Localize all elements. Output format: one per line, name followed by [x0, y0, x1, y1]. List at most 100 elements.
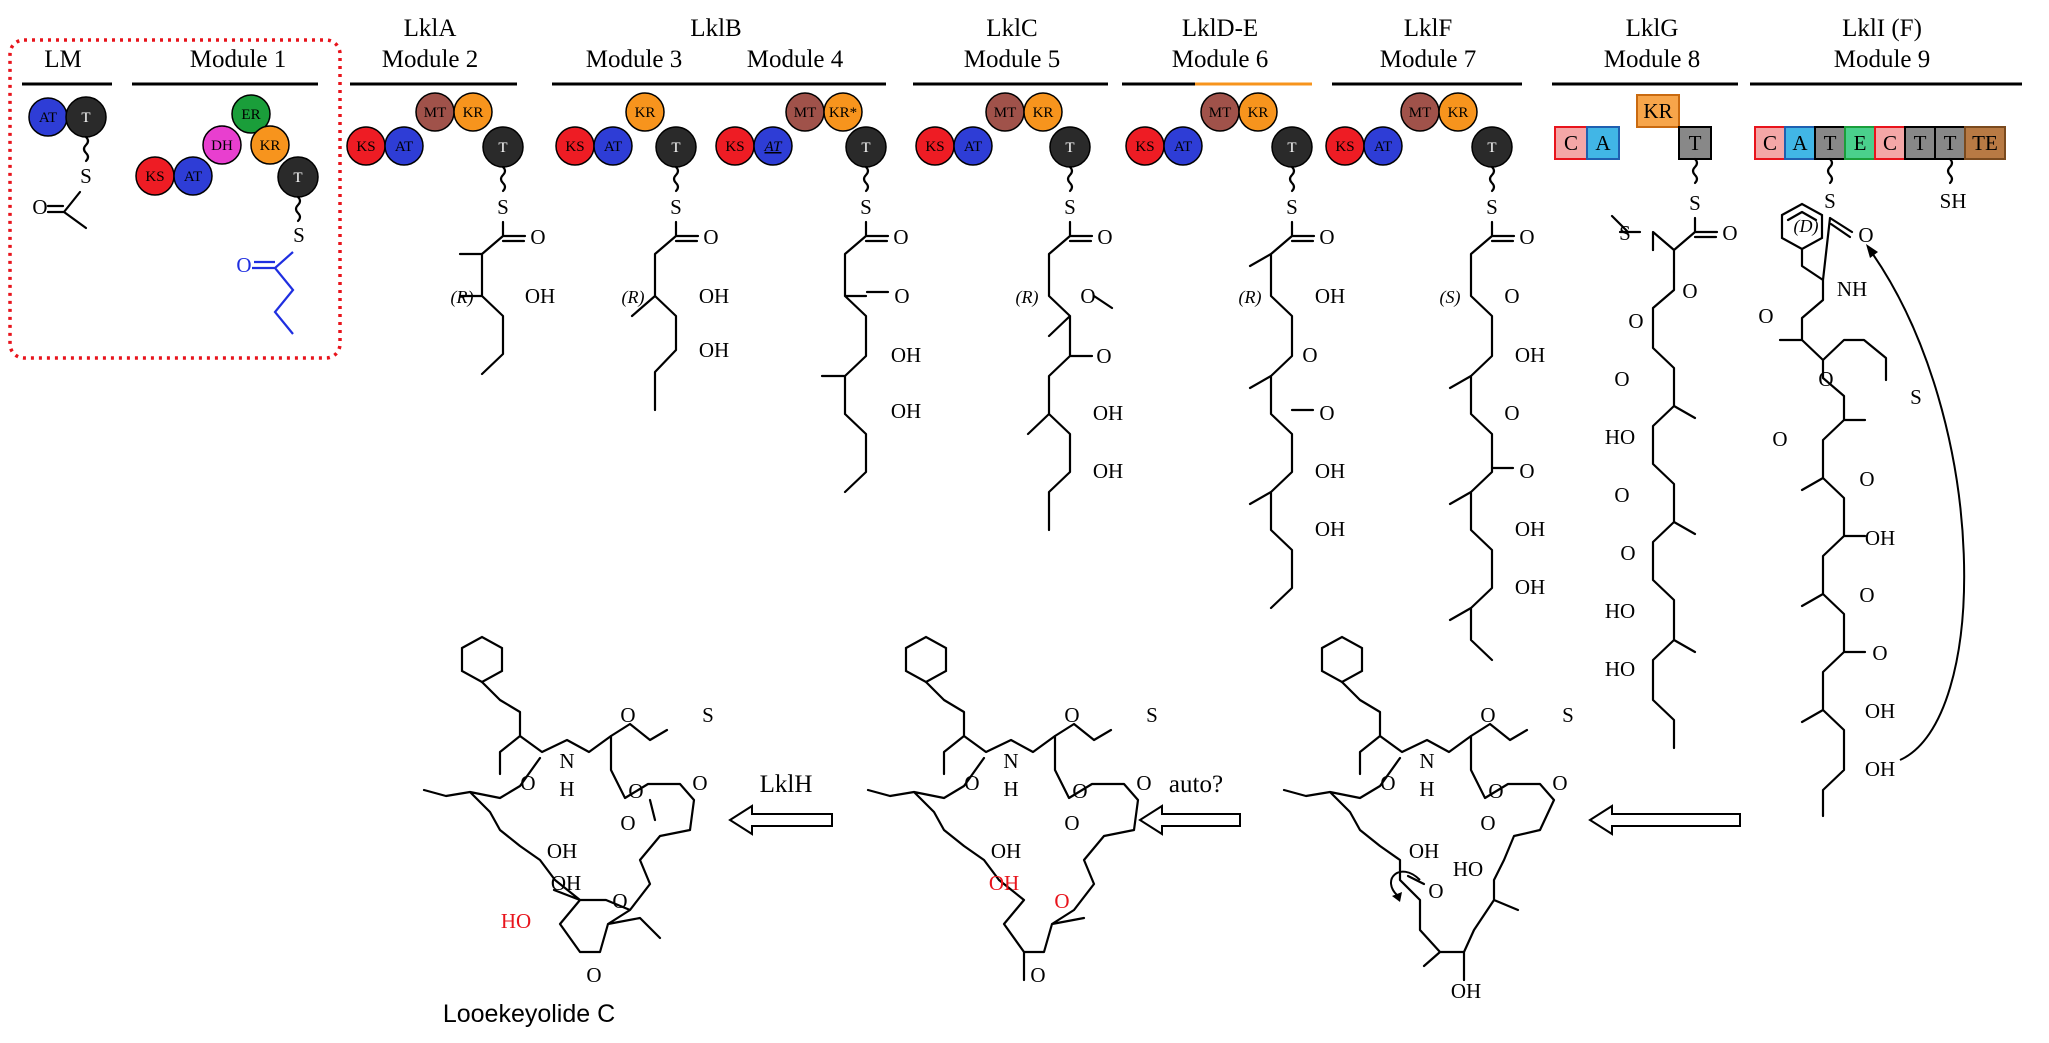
- m2-o: O: [530, 225, 545, 249]
- keto-macrolactone-structure: N H O S O O O OH O HO O OH: [1282, 635, 1574, 1003]
- m9-c1-label: C: [1763, 131, 1777, 155]
- m3-at-domain: [593, 126, 633, 166]
- km-ho: HO: [1453, 857, 1483, 881]
- m7-tether: [1488, 165, 1496, 193]
- m8-s-label: S: [1689, 191, 1701, 215]
- m9-c2-label: C: [1883, 131, 1897, 155]
- m8-chain-top: [1610, 214, 1719, 274]
- m2-tether: [499, 165, 507, 193]
- header-lklde: LklD-E: [1182, 15, 1258, 42]
- m9-arrowhead: [1866, 244, 1878, 258]
- m9-ome1: O: [1859, 467, 1874, 491]
- lc-o1: O: [620, 703, 635, 727]
- m1-s-label: S: [293, 223, 305, 247]
- lc-oh1: OH: [547, 839, 577, 863]
- m7-kr-domain: [1438, 92, 1478, 132]
- km-phenyl-ring: [1320, 635, 1364, 684]
- m1-kr-label: KR: [260, 138, 281, 154]
- m9-thioether-s: S: [1910, 385, 1922, 409]
- looekeyolide-c-label: Looekeyolide C: [443, 1000, 615, 1028]
- m2-kr-domain: [453, 92, 493, 132]
- m6-o1: O: [1319, 225, 1334, 249]
- lm-s-label: S: [80, 164, 92, 188]
- m2-chain: [458, 220, 527, 376]
- m5-s-label: S: [1064, 195, 1076, 219]
- m7-oh1: OH: [1515, 343, 1545, 367]
- m9-t1-label: T: [1824, 131, 1837, 155]
- m7-o2: O: [1519, 459, 1534, 483]
- m4-oh2: OH: [891, 399, 921, 423]
- m8-ho3: HO: [1605, 657, 1635, 681]
- header-lkla: LklA: [404, 15, 457, 42]
- m5-kr-label: KR: [1033, 105, 1054, 121]
- m9-tether2: [1946, 157, 1954, 185]
- km-macrocycle: [1282, 680, 1556, 982]
- m9-ome2: O: [1859, 583, 1874, 607]
- m1-tether: [294, 195, 302, 223]
- hk-ome2: O: [1030, 963, 1045, 987]
- lm-tether: [82, 135, 90, 163]
- arrow-auto-label: auto?: [1169, 771, 1223, 798]
- lc-phenyl-ring: [460, 635, 504, 684]
- m9-t3-label: T: [1944, 131, 1957, 155]
- m9-ester-o: O: [1818, 367, 1833, 391]
- m3-t-label: T: [671, 140, 680, 156]
- lm-acetyl: [46, 190, 88, 230]
- m9-o1: O: [1858, 223, 1873, 247]
- lm-o-label: O: [32, 195, 47, 219]
- m9-oh2: OH: [1865, 699, 1895, 723]
- m6-oh3: OH: [1315, 517, 1345, 541]
- m9-tether1: [1826, 157, 1834, 185]
- m3-ks-label: KS: [565, 139, 584, 155]
- m3-kr-label: KR: [635, 105, 656, 121]
- m6-kr-label: KR: [1248, 105, 1269, 121]
- hk-oh1: OH: [991, 839, 1021, 863]
- m3-o: O: [703, 225, 718, 249]
- m4-ks-label: KS: [725, 139, 744, 155]
- km-o4: O: [1552, 771, 1567, 795]
- m6-ks-label: KS: [1135, 139, 1154, 155]
- m3-at-label: AT: [604, 139, 622, 155]
- header-module-8: Module 8: [1604, 46, 1701, 73]
- m5-stereo: (R): [1016, 287, 1039, 308]
- m8-o1: O: [1722, 221, 1737, 245]
- m4-t-label: T: [861, 140, 870, 156]
- loading-module-box: [8, 38, 342, 360]
- lc-h: H: [559, 777, 574, 801]
- km-s: S: [1562, 703, 1574, 727]
- hk-h: H: [1003, 777, 1018, 801]
- m4-kr-label: KR*: [829, 105, 857, 121]
- lc-oh2: OH: [551, 871, 581, 895]
- hk-ome1: O: [1064, 811, 1079, 835]
- lc-o3: O: [628, 779, 643, 803]
- m9-oh1: OH: [1865, 526, 1895, 550]
- m9-te-label: TE: [1972, 131, 1998, 155]
- km-h: H: [1419, 777, 1434, 801]
- header-module-7: Module 7: [1380, 46, 1477, 73]
- m8-t-label: T: [1689, 131, 1702, 155]
- km-keto-double: [1406, 874, 1426, 886]
- m4-o1: O: [893, 225, 908, 249]
- m6-oh1: OH: [1315, 284, 1345, 308]
- module8-domains: C A KR T S O S O O O HO O O HO HO: [1554, 94, 1738, 750]
- m8-kr-domain: [1636, 94, 1680, 128]
- module3-domains: KS AT KR T S O (R) OH OH: [555, 92, 729, 412]
- m4-o2: O: [894, 284, 909, 308]
- m3-s-label: S: [670, 195, 682, 219]
- m5-ks-label: KS: [925, 139, 944, 155]
- m7-oh2: OH: [1515, 517, 1545, 541]
- m8-o2: O: [1628, 309, 1643, 333]
- m7-ks-label: KS: [1335, 139, 1354, 155]
- header-module-1: Module 1: [190, 46, 287, 73]
- m8-a-domain: [1586, 126, 1620, 160]
- m8-ho2: HO: [1605, 599, 1635, 623]
- header-module-4: Module 4: [747, 46, 844, 73]
- m6-tether: [1288, 165, 1296, 193]
- km-curved-arrow: [1390, 870, 1421, 897]
- looekeyolide-c-structure: N H O S O O O OH O OH O HO O Looekeyolid…: [422, 635, 714, 1028]
- m9-cyclization-arrow: [1869, 249, 1966, 761]
- arrow-lklh: LklH: [728, 771, 833, 836]
- m1-ks-label: KS: [145, 169, 164, 185]
- m8-thioether-s: S: [1619, 221, 1631, 245]
- m1-dh-domain: [202, 125, 242, 165]
